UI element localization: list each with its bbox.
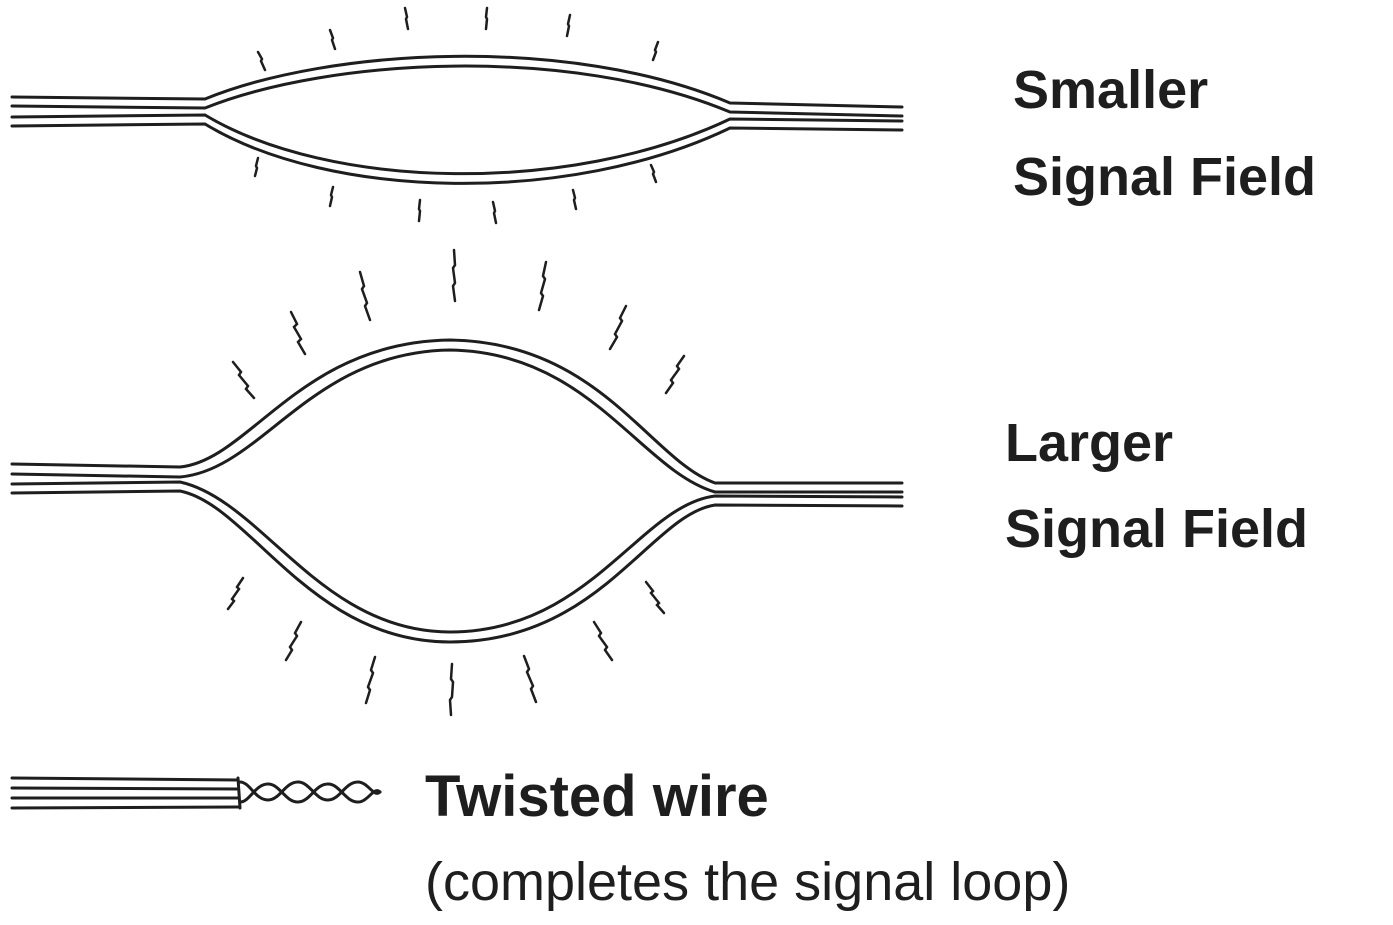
small-field-marks	[253, 6, 660, 225]
small-signal-loop	[10, 54, 904, 185]
twisted-wire-label: Twisted wire	[425, 764, 769, 829]
smaller-field-label-line1: Smaller	[1013, 60, 1209, 120]
larger-field-label-line2: Signal Field	[1005, 499, 1309, 559]
twisted-wire	[10, 776, 382, 810]
larger-field-label-line1: Larger	[1005, 413, 1174, 473]
smaller-field-label-line2: Signal Field	[1013, 147, 1317, 207]
large-signal-loop	[10, 338, 904, 644]
large-field-marks	[226, 248, 686, 717]
twisted-wire-description: (completes the signal loop)	[425, 852, 1071, 912]
